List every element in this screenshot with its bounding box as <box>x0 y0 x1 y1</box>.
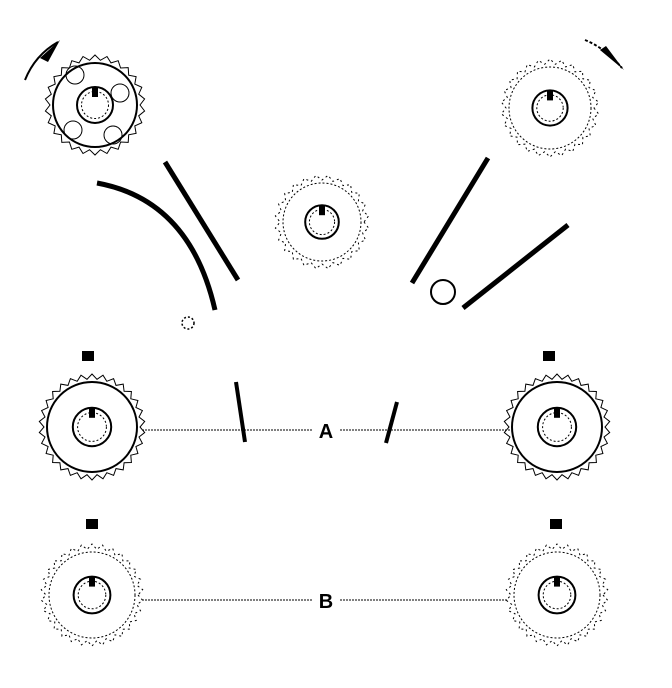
sprocket-hub-inner <box>542 412 572 442</box>
sprocket-rim <box>46 381 138 473</box>
sprocket-teeth <box>503 373 611 481</box>
sprocket-a-left <box>38 373 146 481</box>
timing-chain-assembly <box>24 39 624 444</box>
keyway-mark <box>92 87 98 97</box>
cam-sprocket-top-right <box>500 58 600 158</box>
arrow-head-left <box>40 40 60 62</box>
keyway-mark <box>319 205 325 216</box>
sprocket-rim <box>513 551 601 639</box>
keyway-mark <box>89 407 95 418</box>
rotation-arrow-right-icon <box>584 39 623 69</box>
mark-a-right <box>543 351 555 361</box>
sprocket-rim <box>48 551 136 639</box>
sprocket-b-left <box>40 543 144 647</box>
keyway-mark <box>554 576 560 587</box>
rotation-arrow-left-icon <box>24 41 59 81</box>
sprocket-rim <box>52 62 138 148</box>
label-a: A <box>319 421 333 443</box>
sprocket-b-right <box>505 543 609 647</box>
cam-sprocket-top-left <box>44 54 146 156</box>
tensioner-rail-left <box>162 160 241 282</box>
chain-segment-left <box>234 381 247 443</box>
sprocket-teeth <box>44 54 146 156</box>
sprocket-teeth <box>40 543 144 647</box>
keyway-mark <box>89 576 95 587</box>
sprocket-hole <box>103 125 123 145</box>
sprocket-teeth <box>274 174 370 270</box>
chain-guide-left <box>96 180 218 311</box>
sprocket-rim <box>511 381 603 473</box>
keyway-mark <box>547 90 553 101</box>
alignment-rows: A B <box>82 351 562 613</box>
guide-bolt <box>181 316 195 330</box>
mark-b-right <box>550 519 562 529</box>
sprocket-teeth <box>505 543 609 647</box>
sprocket-hole <box>110 83 130 103</box>
tensioner-rail-lower-right <box>461 223 570 310</box>
arrow-head-right <box>600 46 624 70</box>
idler-pulley <box>430 279 456 305</box>
chain-segment-right <box>384 401 399 444</box>
sprocket-teeth <box>38 373 146 481</box>
tensioner-rail-right <box>409 156 491 285</box>
sprocket-hub-inner <box>308 208 336 236</box>
sprocket-rim <box>282 182 362 262</box>
mark-b-left <box>86 519 98 529</box>
sprocket-rim <box>508 66 592 150</box>
label-b: B <box>319 591 333 613</box>
sprocket-hub-inner <box>77 412 107 442</box>
sprocket-teeth <box>500 58 600 158</box>
mark-a-left <box>82 351 94 361</box>
sprocket-hole <box>65 65 85 85</box>
crank-sprocket-center <box>274 174 370 270</box>
sprocket-a-right <box>503 373 611 481</box>
sprocket-hole <box>63 120 83 140</box>
keyway-mark <box>554 407 560 418</box>
sprocket-hub-inner <box>81 91 109 119</box>
